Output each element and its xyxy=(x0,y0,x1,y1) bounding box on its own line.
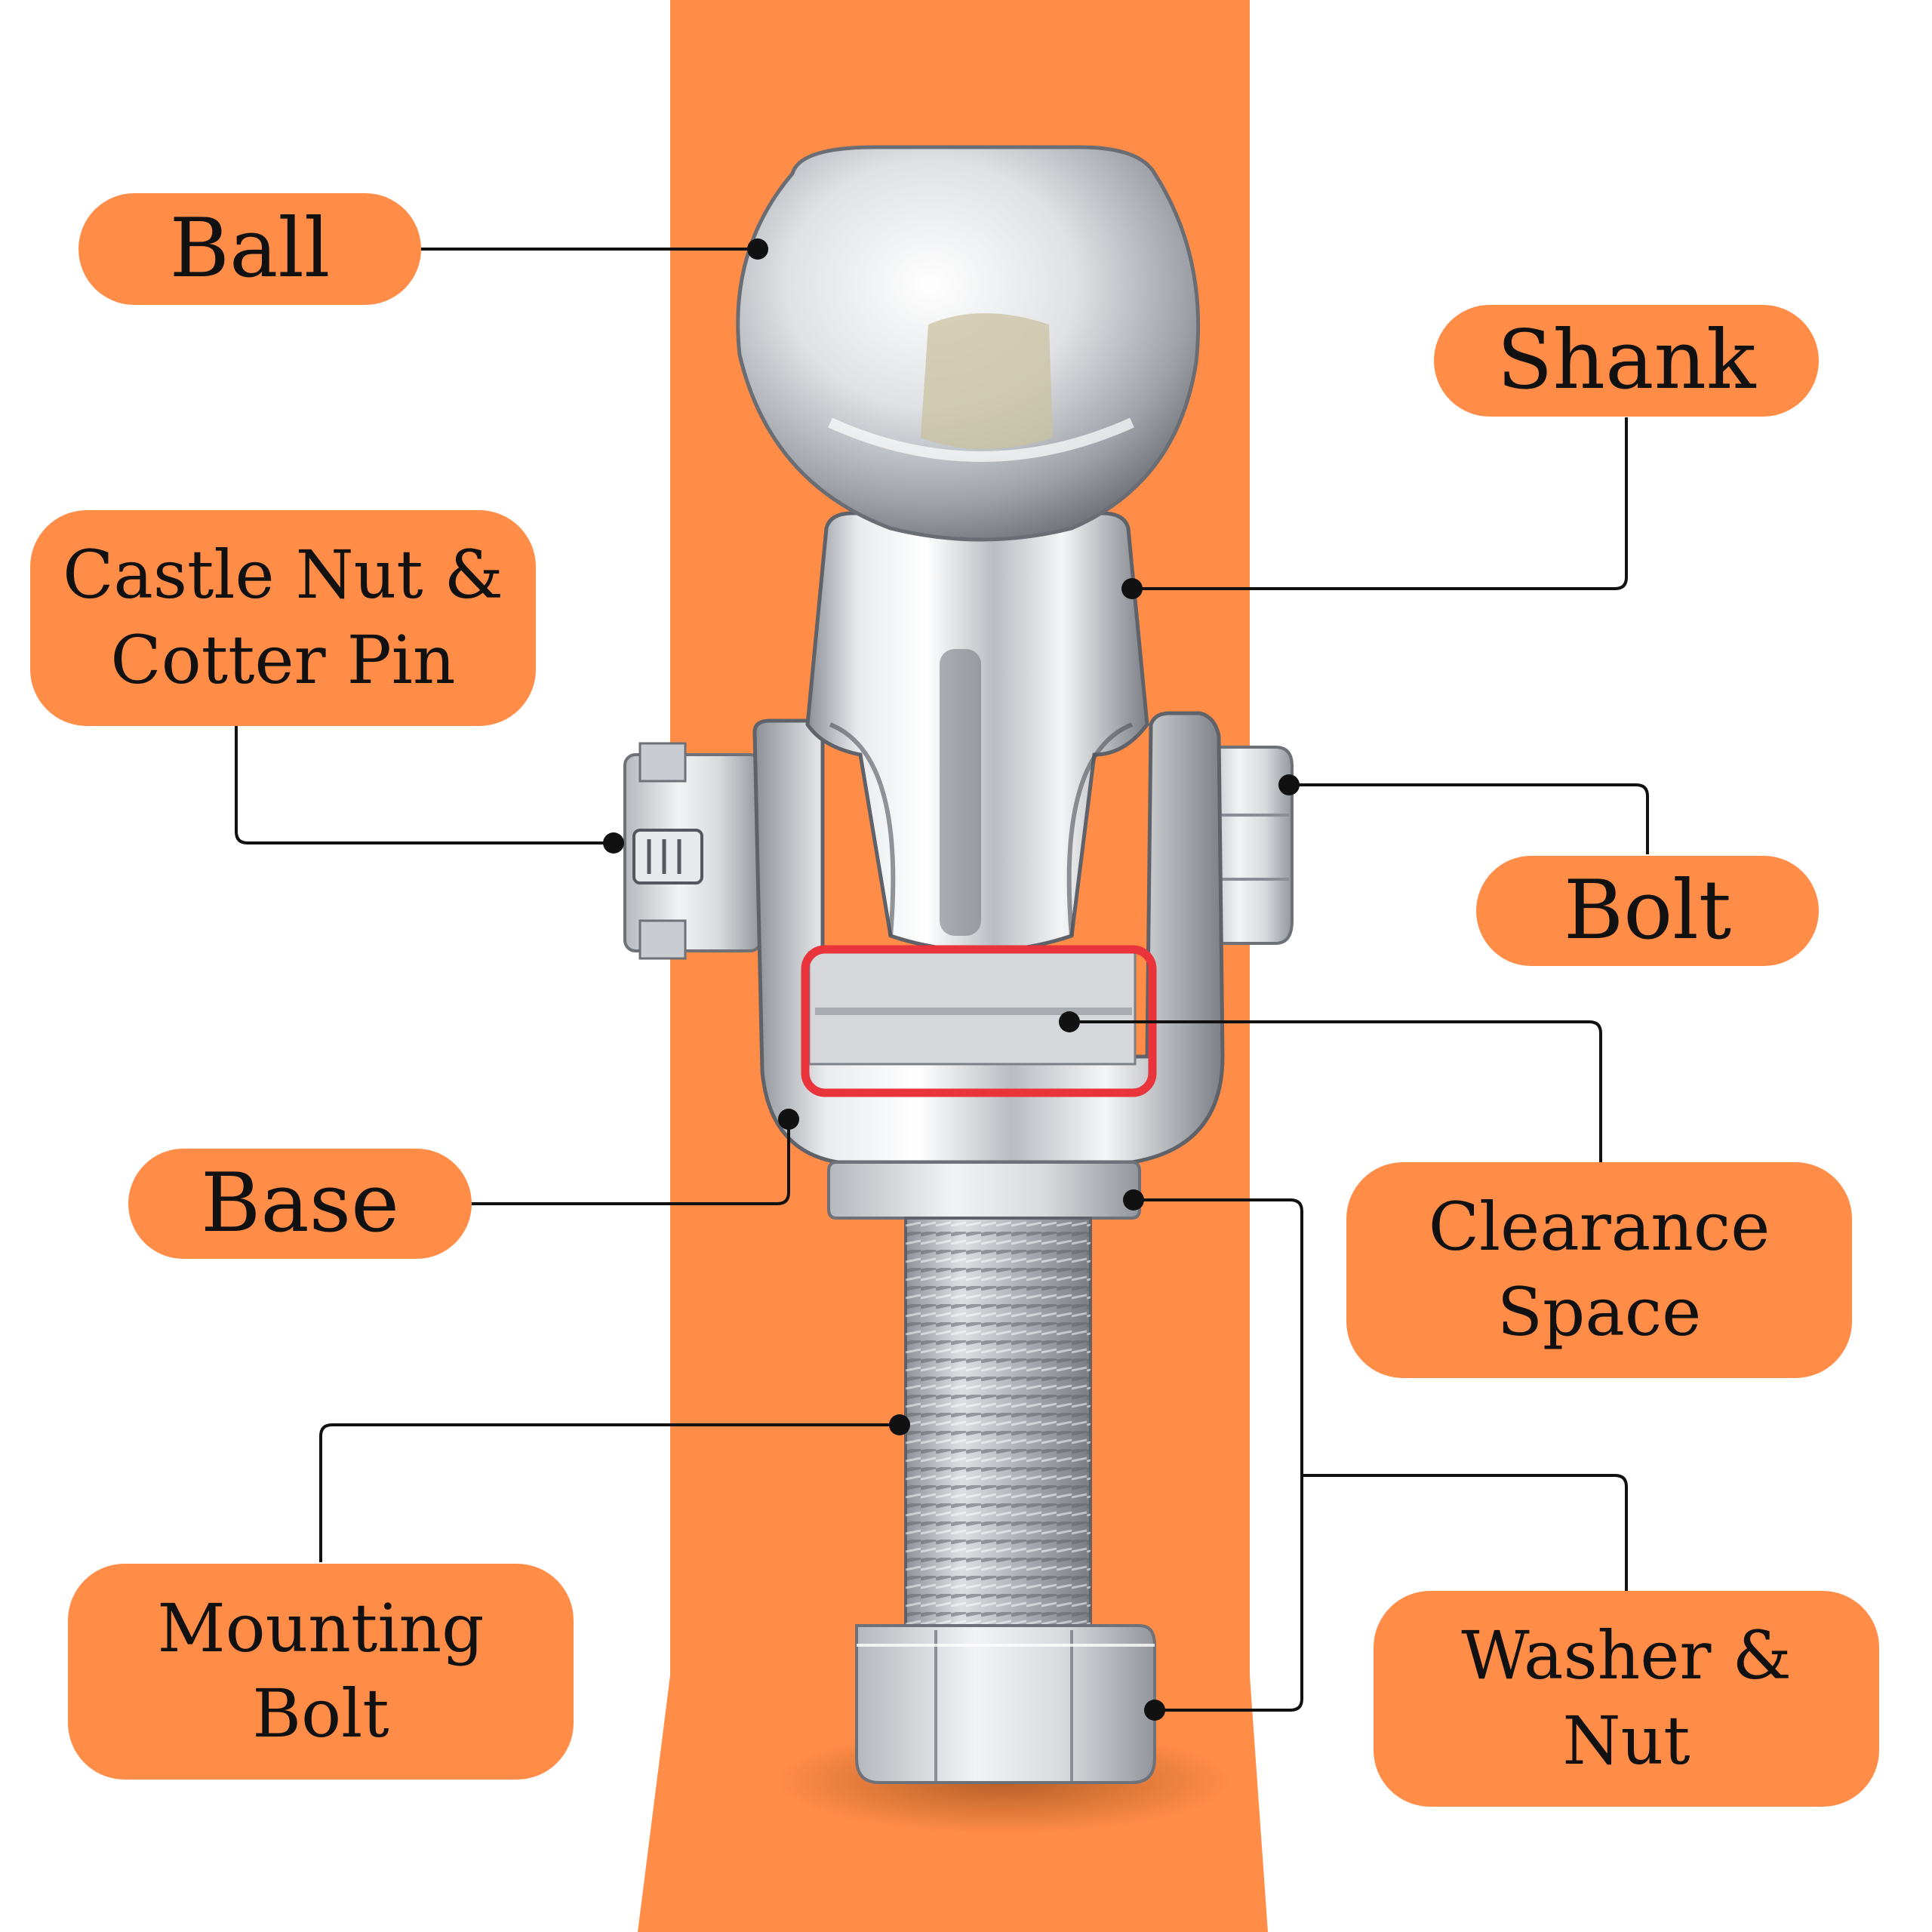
label-clearance-line-2: Space xyxy=(1497,1273,1702,1351)
dot-mounting-bolt xyxy=(889,1414,910,1435)
dot-bolt xyxy=(1278,774,1300,795)
label-castle-nut-line-1: Castle Nut & xyxy=(63,536,503,614)
dot-shank xyxy=(1121,578,1143,599)
ball-shape xyxy=(736,145,1201,542)
leader-mounting-bolt xyxy=(319,1423,900,1562)
side-bolt-head-shape xyxy=(1202,746,1294,945)
leader-shank xyxy=(1132,417,1628,590)
washer-shape xyxy=(827,1161,1141,1220)
label-clearance-line-1: Clearance xyxy=(1428,1188,1770,1266)
label-castle-nut-line-2: Cotter Pin xyxy=(110,621,456,699)
leader-base xyxy=(470,1118,790,1205)
base-clevis-shape xyxy=(752,711,1225,1164)
label-shank: Shank xyxy=(1434,305,1819,417)
leader-clearance xyxy=(1069,1020,1602,1162)
label-ball: Ball xyxy=(78,193,421,305)
leader-lines xyxy=(235,248,1649,1712)
dot-base xyxy=(778,1109,799,1130)
label-washer-nut-line-2: Nut xyxy=(1562,1702,1690,1780)
label-bolt: Bolt xyxy=(1476,856,1819,966)
dot-castle-nut xyxy=(603,832,624,854)
hex-nut-shape xyxy=(855,1624,1156,1784)
label-mounting-bolt-line-2: Bolt xyxy=(252,1675,389,1752)
dot-washer xyxy=(1123,1189,1144,1211)
label-castle-nut-cotter-pin: Castle Nut & Cotter Pin xyxy=(30,510,536,726)
leader-castle-nut xyxy=(235,726,615,844)
label-washer-nut: Washer & Nut xyxy=(1374,1591,1879,1807)
dot-clearance xyxy=(1059,1011,1080,1032)
label-shank-line-1: Shank xyxy=(1497,312,1756,408)
castle-nut-shape xyxy=(623,742,762,960)
label-base-line-1: Base xyxy=(200,1155,400,1251)
label-washer-nut-line-1: Washer & xyxy=(1461,1617,1792,1695)
label-bolt-line-1: Bolt xyxy=(1563,863,1732,958)
dot-nut xyxy=(1144,1700,1165,1721)
label-clearance-space: Clearance Space xyxy=(1346,1162,1852,1378)
label-ball-line-1: Ball xyxy=(169,201,331,296)
label-mounting-bolt-line-1: Mounting xyxy=(157,1589,485,1668)
leader-bolt xyxy=(1289,783,1649,854)
leader-dots xyxy=(603,238,1300,1721)
label-base: Base xyxy=(128,1149,472,1259)
leader-washer-nut xyxy=(1134,1198,1628,1712)
label-mounting-bolt: Mounting Bolt xyxy=(68,1564,574,1780)
dot-ball xyxy=(747,238,768,260)
mounting-bolt-shape xyxy=(904,1217,1092,1627)
